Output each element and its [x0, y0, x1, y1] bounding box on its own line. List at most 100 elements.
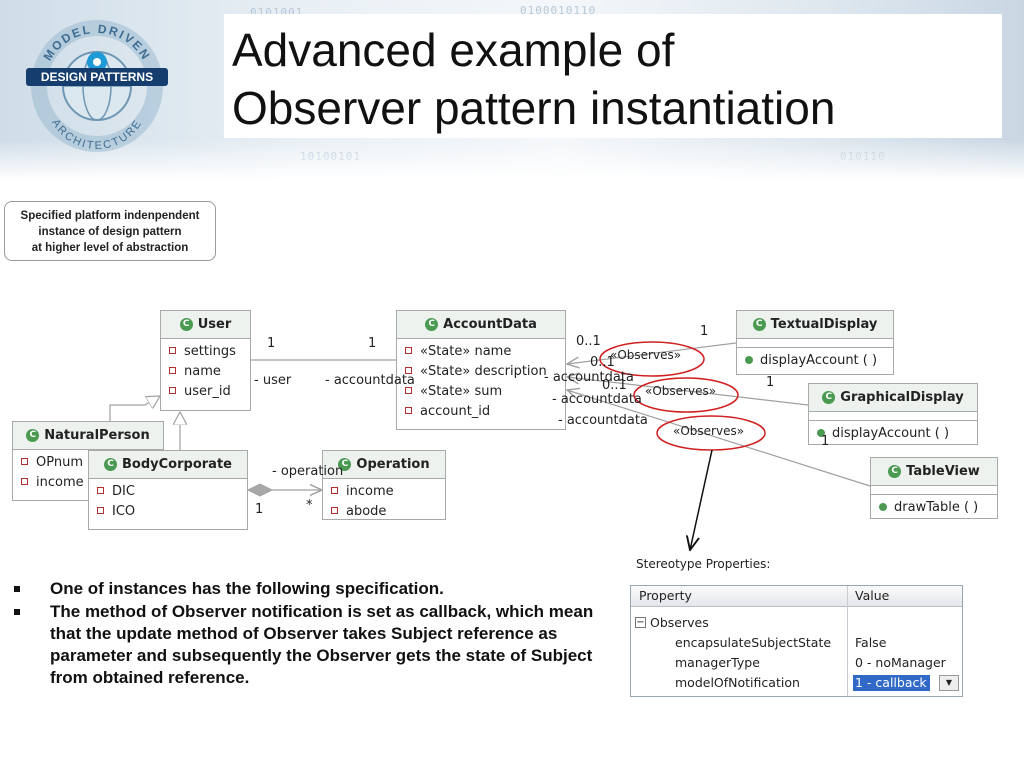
operation-row: drawTable ( ): [879, 498, 997, 518]
stereotype-properties-title: Stereotype Properties:: [636, 557, 771, 571]
pointer-arrow: [690, 449, 713, 550]
slide-title-line-2: Observer pattern instantiation: [232, 82, 836, 134]
multiplicity-label: 1: [766, 375, 775, 390]
column-header-value[interactable]: Value: [855, 588, 890, 603]
observes-highlight-3: [656, 415, 766, 451]
multiplicity-label: *: [306, 498, 313, 513]
bullet-list: One of instances has the following speci…: [14, 578, 624, 690]
observes-stereotype-label: «Observes»: [645, 384, 717, 398]
attribute-row: account_id: [405, 402, 565, 422]
private-attribute-icon: [97, 487, 104, 494]
composition-diamond: [246, 483, 274, 497]
bullet-square-icon: [14, 586, 20, 592]
multiplicity-label: 1: [267, 336, 276, 351]
private-attribute-icon: [169, 387, 176, 394]
abstraction-callout: Specified platform indenpendent instance…: [4, 201, 216, 261]
table-group-row[interactable]: −Observes: [635, 615, 709, 630]
private-attribute-icon: [405, 387, 412, 394]
callout-line-3: at higher level of abstraction: [31, 242, 189, 254]
private-attribute-icon: [97, 507, 104, 514]
collapse-icon[interactable]: −: [635, 617, 646, 628]
private-attribute-icon: [405, 407, 412, 414]
role-label: - operation: [272, 464, 344, 479]
role-label: - user: [254, 373, 292, 388]
callout-line-2: instance of design pattern: [38, 226, 182, 238]
multiplicity-label: 0..1: [576, 334, 601, 349]
bullet-item: One of instances has the following speci…: [14, 578, 624, 600]
private-attribute-icon: [21, 458, 28, 465]
private-attribute-icon: [405, 367, 412, 374]
class-icon: C: [752, 318, 766, 331]
table-row[interactable]: modelOfNotification 1 - callback ▼: [631, 673, 962, 693]
class-tableview[interactable]: C TableView drawTable ( ): [870, 457, 998, 519]
notification-model-select[interactable]: 1 - callback: [853, 675, 930, 691]
class-name: TableView: [906, 464, 980, 479]
assoc-tableview-accountdata: [567, 390, 871, 487]
public-operation-icon: [745, 355, 753, 364]
private-attribute-icon: [405, 347, 412, 354]
public-operation-icon: [879, 502, 887, 511]
role-label: - accountdata: [544, 370, 634, 385]
generalization-naturalperson: [109, 396, 160, 422]
class-accountdata[interactable]: C AccountData «State» name «State» descri…: [396, 310, 566, 430]
private-attribute-icon: [331, 487, 338, 494]
multiplicity-label: 1: [255, 502, 264, 517]
class-name: NaturalPerson: [44, 428, 150, 443]
private-attribute-icon: [169, 367, 176, 374]
stereotype-properties-table: Property Value −Observes encapsulateSubj…: [630, 585, 963, 697]
multiplicity-label: 1: [700, 324, 709, 339]
attribute-row: «State» name: [405, 342, 565, 362]
table-row[interactable]: encapsulateSubjectState False: [675, 635, 887, 650]
slide-title-line-1: Advanced example of: [232, 24, 675, 76]
bullet-item: The method of Observer notification is s…: [14, 601, 624, 689]
observes-highlight-2: [633, 377, 739, 413]
attribute-row: income: [21, 473, 163, 493]
assoc-textualdisplay-accountdata: [567, 342, 737, 364]
attribute-row: «State» sum: [405, 382, 565, 402]
class-name: BodyCorporate: [122, 457, 232, 472]
logo-banner-text: DESIGN PATTERNS: [41, 70, 153, 84]
class-icon: C: [425, 318, 439, 331]
callout-line-1: Specified platform indenpendent: [20, 210, 200, 222]
private-attribute-icon: [21, 478, 28, 485]
private-attribute-icon: [169, 347, 176, 354]
observes-stereotype-label: «Observes»: [610, 348, 682, 362]
column-header-property[interactable]: Property: [639, 588, 692, 603]
attribute-row: name: [169, 362, 250, 382]
title-box: [224, 14, 1002, 138]
observes-highlight-1: [599, 341, 705, 377]
class-icon: C: [338, 458, 352, 471]
observes-stereotype-label: «Observes»: [673, 424, 745, 438]
class-icon: C: [104, 458, 118, 471]
class-icon: C: [26, 429, 40, 442]
attribute-row: settings: [169, 342, 250, 362]
assoc-graphicaldisplay-accountdata: [567, 377, 809, 406]
attribute-row: OPnum: [21, 453, 163, 473]
attribute-row: income: [331, 482, 445, 502]
role-label: - accountdata: [325, 373, 415, 388]
operation-row: displayAccount ( ): [745, 351, 893, 371]
class-icon: C: [822, 391, 836, 404]
multiplicity-label: 0..1: [590, 355, 615, 370]
multiplicity-label: 0..1: [602, 378, 627, 393]
class-icon: C: [179, 318, 193, 331]
class-naturalperson-header: C NaturalPerson: [13, 422, 163, 450]
logo: DESIGN PATTERNS MODEL DRIVEN ARCHITECTUR…: [26, 20, 168, 152]
dropdown-arrow-icon[interactable]: ▼: [939, 675, 959, 691]
attribute-row: «State» description: [405, 362, 565, 382]
operation-row: displayAccount ( ): [817, 424, 977, 444]
class-accountdata-header: C AccountData: [397, 311, 565, 339]
class-icon: C: [888, 465, 902, 478]
table-row[interactable]: managerType 0 - noManager: [675, 655, 946, 670]
class-name: AccountData: [443, 317, 537, 332]
role-label: - accountdata: [558, 413, 648, 428]
